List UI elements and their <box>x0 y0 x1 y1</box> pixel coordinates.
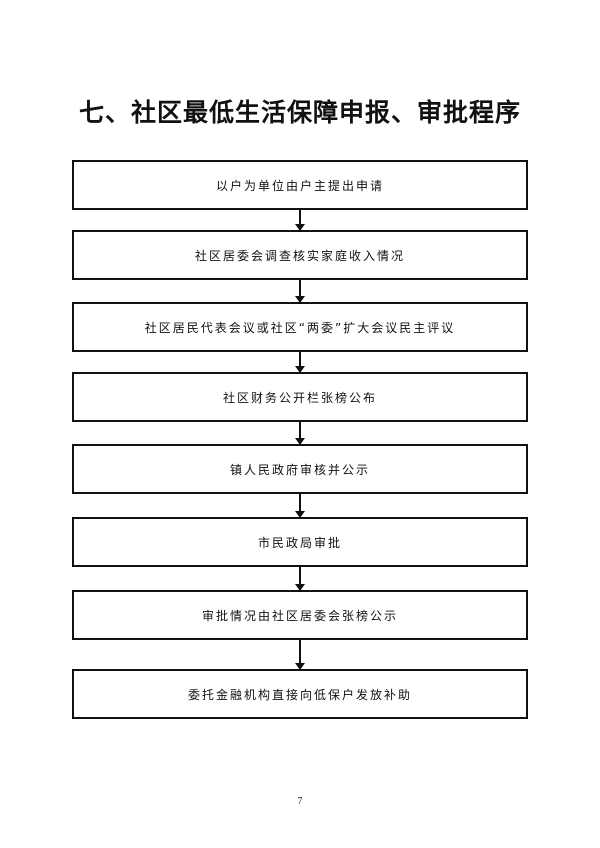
arrow-down-icon <box>295 210 305 231</box>
flow-step-6: 市民政局审批 <box>72 517 528 567</box>
arrow-down-icon <box>295 567 305 591</box>
step-label: 社区居民代表会议或社区“两委”扩大会议民主评议 <box>144 320 456 335</box>
flow-step-2: 社区居委会调查核实家庭收入情况 <box>72 230 528 280</box>
arrow-down-icon <box>295 422 305 445</box>
step-label: 委托金融机构直接向低保户发放补助 <box>187 687 412 702</box>
step-label: 以户为单位由户主提出申请 <box>215 178 384 193</box>
step-label: 市民政局审批 <box>257 535 342 550</box>
flow-step-3: 社区居民代表会议或社区“两委”扩大会议民主评议 <box>72 302 528 352</box>
arrow-down-icon <box>295 640 305 670</box>
flow-step-7: 审批情况由社区居委会张榜公示 <box>72 590 528 640</box>
flow-step-4: 社区财务公开栏张榜公布 <box>72 372 528 422</box>
step-label: 镇人民政府审核并公示 <box>229 462 370 477</box>
flow-step-1: 以户为单位由户主提出申请 <box>72 160 528 210</box>
arrow-down-icon <box>295 352 305 373</box>
page-title: 七、社区最低生活保障申报、审批程序 <box>78 98 521 127</box>
step-label: 社区财务公开栏张榜公布 <box>222 390 377 405</box>
flow-step-5: 镇人民政府审核并公示 <box>72 444 528 494</box>
arrow-down-icon <box>295 494 305 518</box>
step-label: 社区居委会调查核实家庭收入情况 <box>194 248 405 263</box>
arrow-down-icon <box>295 280 305 303</box>
page-number: 7 <box>297 796 303 807</box>
step-label: 审批情况由社区居委会张榜公示 <box>201 608 398 623</box>
flow-step-8: 委托金融机构直接向低保户发放补助 <box>72 669 528 719</box>
